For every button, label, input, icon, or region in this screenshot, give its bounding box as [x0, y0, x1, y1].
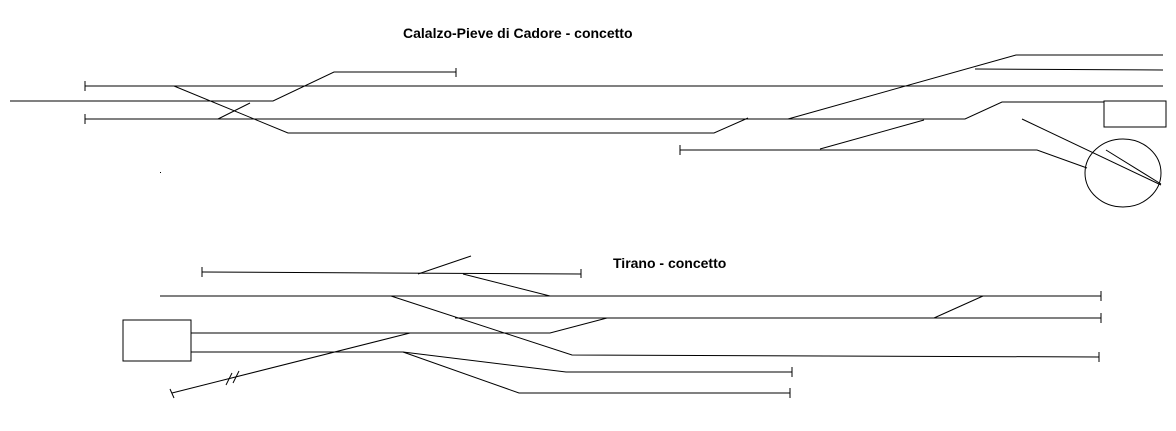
calalzo-fan-track-upper — [787, 54, 1163, 120]
calalzo-track-2 — [85, 101, 1104, 120]
tirano-track-layout — [122, 255, 1102, 399]
tirano-diagonal-track — [390, 295, 1100, 358]
tirano-outgoing-line-end-stop — [169, 388, 175, 399]
calalzo-depot-building — [1103, 100, 1167, 128]
tirano-line-break-mark-1 — [225, 372, 233, 386]
calalzo-track-3 — [680, 149, 1088, 169]
calalzo-switch-diagonal — [217, 102, 251, 120]
calalzo-turntable — [1084, 138, 1162, 208]
calalzo-turntable-track — [1021, 118, 1162, 186]
calalzo-diagram-title: Calalzo-Pieve di Cadore - concetto — [403, 25, 633, 41]
calalzo-turntable-bridge — [1105, 149, 1162, 185]
stray-dot — [160, 172, 161, 173]
tirano-diagram-title: Tirano - concetto — [613, 255, 727, 271]
tirano-outgoing-line — [171, 332, 411, 394]
tirano-station-building — [122, 319, 192, 362]
tirano-top-siding — [201, 271, 582, 275]
tirano-station-track-lower — [191, 351, 792, 373]
tirano-siding-connection — [462, 273, 551, 297]
calalzo-fan-track-middle — [974, 68, 1164, 71]
tirano-crossover-right — [933, 295, 984, 319]
tirano-siding-spur — [417, 255, 472, 275]
calalzo-crossover — [173, 85, 749, 134]
calalzo-track-layout — [10, 54, 1167, 208]
tirano-bottom-track — [402, 351, 790, 394]
calalzo-track-3-link — [819, 119, 925, 150]
tirano-line-break-mark-2 — [232, 370, 240, 384]
tirano-station-track-upper — [191, 317, 608, 334]
